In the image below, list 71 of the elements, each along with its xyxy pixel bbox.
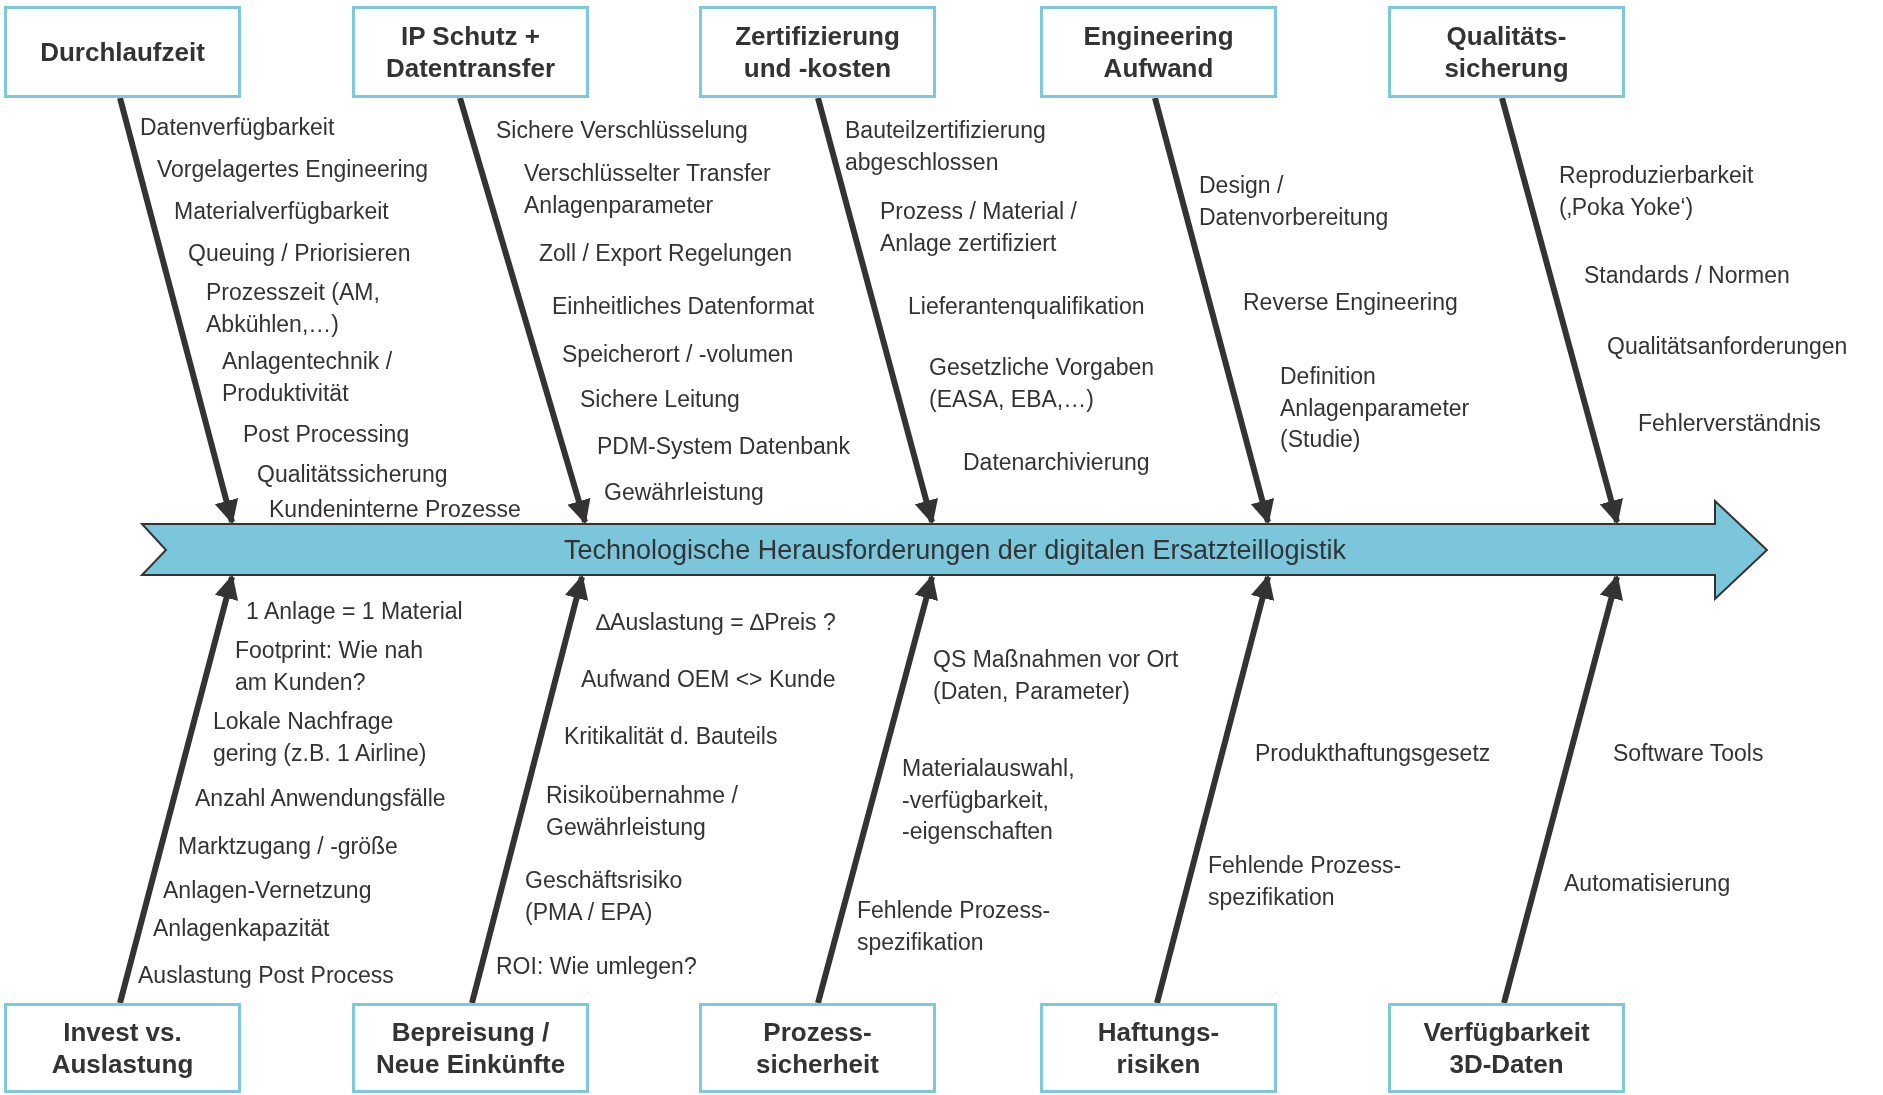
cause-label: Reproduzierbarkeit (‚Poka Yoke‘) [1559,161,1755,222]
arrow [1499,97,1623,525]
arrow [1154,574,1275,1004]
cause-label: Standards / Normen [1584,261,1790,290]
cause-label: Reverse Engineering [1243,288,1458,317]
cause-label: Fehlende Prozess- spezifikation [1208,851,1403,912]
cause-label: QS Maßnahmen vor Ort (Daten, Parameter) [933,645,1180,706]
cause-label: Einheitliches Datenformat [552,292,815,321]
arrow [1501,574,1624,1004]
cause-label: Aufwand OEM <> Kunde [581,665,836,694]
cause-label: Post Processing [243,420,410,449]
category-box: IP Schutz + Datentransfer [352,6,589,98]
cause-label: Produkthaftungsgesetz [1255,739,1491,768]
cause-label: Datenverfügbarkeit [140,113,335,142]
cause-label: Verschlüsselter Transfer Anlagenparameter [524,159,772,220]
cause-label: Sichere Leitung [580,385,740,414]
cause-label: PDM-System Datenbank [597,432,851,461]
category-box: Engineering Aufwand [1040,6,1277,98]
cause-label: Materialauswahl, -verfügbarkeit, -eigenschaften [902,754,1076,847]
cause-label: Footprint: Wie nah am Kunden? [235,636,424,697]
cause-label: Risikoübernahme / Gewährleistung [546,781,739,842]
arrow [1152,97,1275,525]
category-box: Verfügbarkeit 3D-Daten [1388,1003,1625,1093]
arrow [117,574,239,1004]
cause-label: Prozess / Material / Anlage zertifiziert [880,197,1078,258]
cause-label: Gewährleistung [604,478,764,507]
cause-label: Anlagenkapazität [153,914,330,943]
cause-label: Kritikalität d. Bauteils [564,722,778,751]
cause-label: Kundeninterne Prozesse [269,495,521,524]
cause-label: 1 Anlage = 1 Material [246,597,463,626]
arrow [815,574,938,1004]
cause-label: Sichere Verschlüsselung [496,116,748,145]
arrow [457,97,591,525]
category-box: Zertifizierung und -kosten [699,6,936,98]
cause-label: Bauteilzertifizierung abgeschlossen [845,116,1047,177]
cause-label: Gesetzliche Vorgaben (EASA, EBA,…) [929,353,1156,414]
cause-label: Geschäftsrisiko (PMA / EPA) [525,866,684,927]
cause-label: Definition Anlagenparameter (Studie) [1280,362,1471,455]
effect-label: Technologische Herausforderungen der digitalen Ersatzteillogistik [563,534,1347,566]
cause-label: Anlagen-Vernetzung [163,876,372,905]
category-box: Haftungs- risiken [1040,1003,1277,1093]
cause-label: Fehlerverständnis [1638,409,1821,438]
cause-label: Materialverfügbarkeit [174,197,389,226]
cause-label: Auslastung Post Process [138,961,394,990]
cause-label: ∆Auslastung = ∆Preis ? [596,608,836,637]
cause-label: Automatisierung [1564,869,1731,898]
cause-label: Design / Datenvorbereitung [1199,171,1390,232]
cause-label: Queuing / Priorisieren [188,239,411,268]
cause-label: Speicherort / -volumen [562,340,794,369]
cause-label: Lieferantenqualifikation [908,292,1145,321]
cause-label: Software Tools [1613,739,1764,768]
cause-label: Anlagentechnik / Produktivität [222,347,394,408]
cause-label: Vorgelagertes Engineering [157,155,429,184]
category-box: Qualitäts- sicherung [1388,6,1625,98]
cause-label: Fehlende Prozess- spezifikation [857,896,1052,957]
cause-label: Prozesszeit (AM, Abkühlen,…) [206,278,381,339]
arrow [815,97,938,525]
cause-label: ROI: Wie umlegen? [496,952,697,981]
cause-label: Anzahl Anwendungsfälle [195,784,446,813]
arrow [469,574,589,1004]
cause-label: Datenarchivierung [963,448,1150,477]
arrow [117,97,239,525]
category-box: Invest vs. Auslastung [4,1003,241,1093]
category-box: Bepreisung / Neue Einkünfte [352,1003,589,1093]
cause-label: Qualitätssicherung [257,460,448,489]
category-box: Durchlaufzeit [4,6,241,98]
cause-label: Qualitätsanforderungen [1607,332,1848,361]
cause-label: Marktzugang / -größe [178,832,398,861]
cause-label: Lokale Nachfrage gering (z.B. 1 Airline) [213,707,428,768]
cause-label: Zoll / Export Regelungen [539,239,793,268]
category-box: Prozess- sicherheit [699,1003,936,1093]
